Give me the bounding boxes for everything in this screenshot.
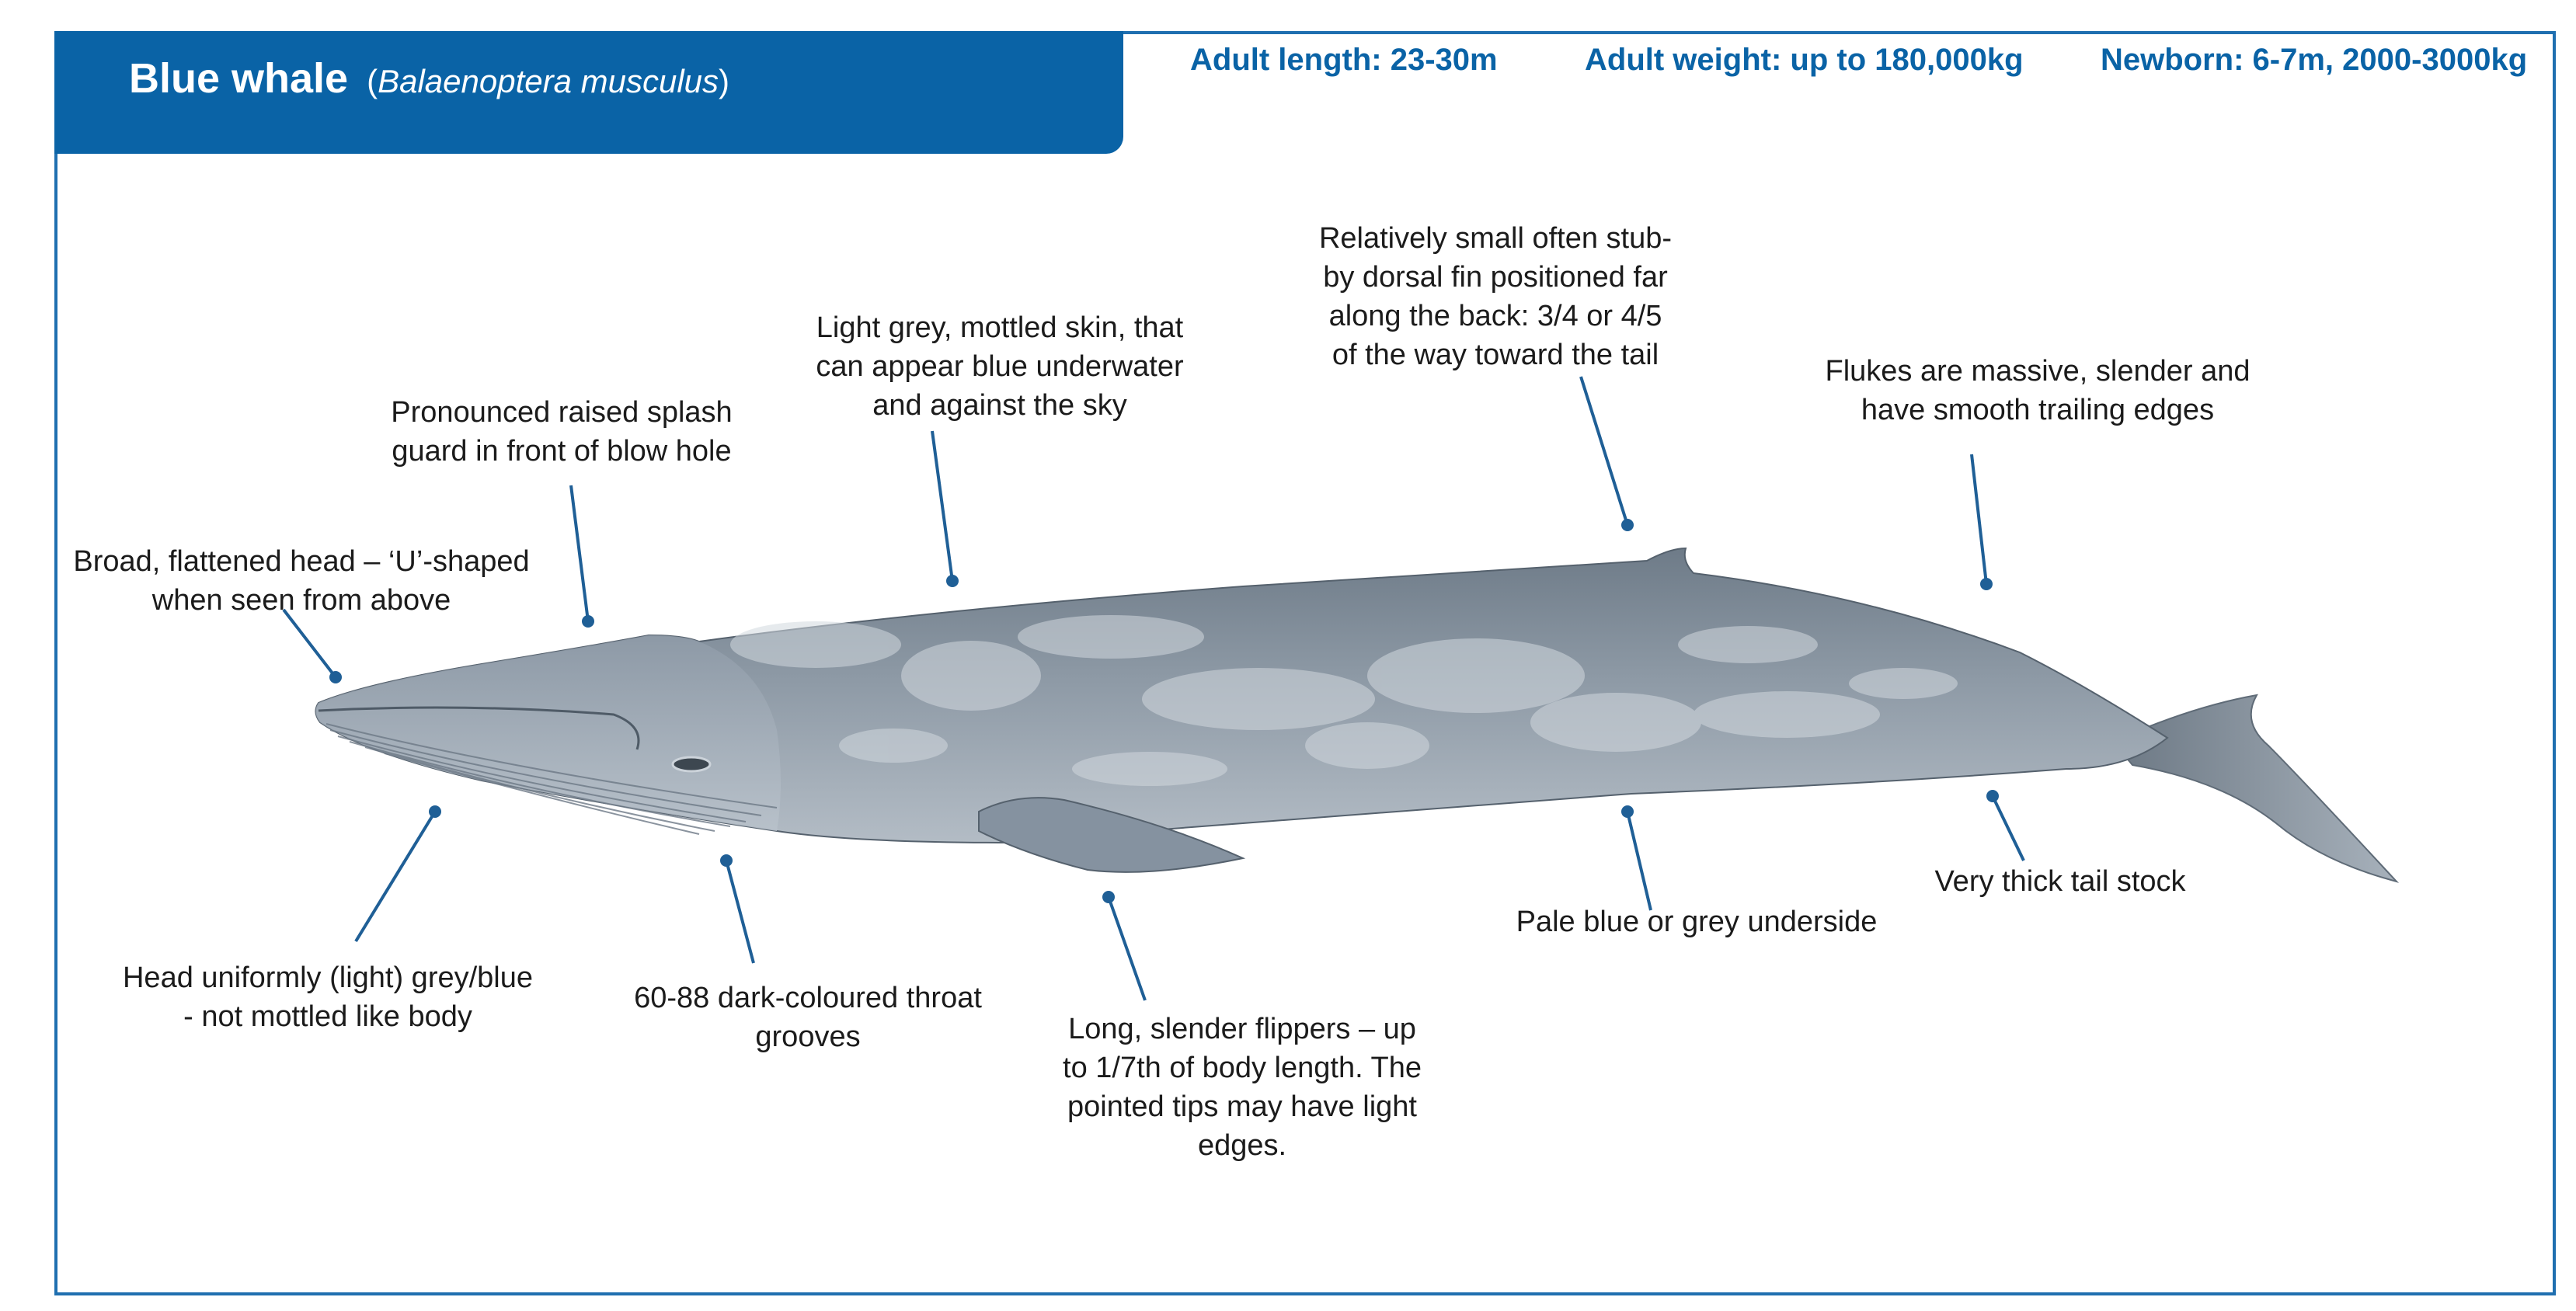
throat-grooves: [325, 723, 778, 835]
label-line: Broad, flattened head – ‘U’-shaped: [73, 545, 530, 578]
label-line: by dorsal fin positioned far: [1323, 261, 1668, 294]
paren-open: (: [367, 63, 378, 99]
label-line: to 1/7th of body length. The: [1063, 1052, 1422, 1084]
label-line: Relatively small often stub-: [1318, 222, 1673, 255]
label-flippers: Long, slender flippers – up to 1/7th of …: [1063, 1010, 1422, 1165]
leader-dots: [329, 519, 1999, 903]
label-throat-grooves: 60-88 dark-coloured throat grooves: [634, 979, 982, 1056]
diagram-frame: [54, 31, 2556, 1295]
label-line: have smooth trailing edges: [1861, 394, 2215, 426]
label-line: can appear blue underwater: [816, 350, 1184, 383]
label-line: and against the sky: [872, 389, 1127, 422]
whale-head: [315, 635, 781, 831]
label-line: Pale blue or grey underside: [1516, 906, 1878, 938]
label-flukes: Flukes are massive, slender and have smo…: [1825, 352, 2250, 429]
mouth-line: [318, 706, 640, 750]
label-dorsal-fin: Relatively small often stub- by dorsal f…: [1319, 219, 1672, 374]
label-head-colour: Head uniformly (light) grey/blue - not m…: [123, 958, 533, 1036]
label-line: along the back: 3/4 or 4/5: [1328, 300, 1662, 332]
whale-eye: [671, 756, 712, 773]
label-line: Head uniformly (light) grey/blue: [122, 962, 534, 994]
flipper: [978, 797, 1246, 873]
label-line: guard in front of blow hole: [392, 435, 732, 468]
stat-newborn: Newborn: 6-7m, 2000-3000kg: [2101, 43, 2528, 77]
label-line: - not mottled like body: [183, 1000, 472, 1033]
label-line: Pronounced raised splash: [391, 396, 733, 429]
leader-lines: [282, 376, 2025, 1001]
common-name: Blue whale: [129, 55, 349, 102]
paren-close: ): [719, 63, 730, 99]
fluke: [2111, 694, 2400, 883]
stat-adult-length: Adult length: 23-30m: [1190, 43, 1498, 77]
label-line: grooves: [755, 1021, 861, 1053]
title-bar: Blue whale (Balaenoptera musculus): [54, 31, 1123, 154]
label-tail-stock: Very thick tail stock: [1934, 862, 2185, 901]
label-line: 60-88 dark-coloured throat: [634, 982, 982, 1014]
label-line: Very thick tail stock: [1934, 865, 2186, 898]
scientific-name-wrapper: (Balaenoptera musculus): [367, 63, 729, 99]
label-line: pointed tips may have light: [1067, 1090, 1417, 1123]
page-title: Blue whale (Balaenoptera musculus): [129, 54, 729, 103]
label-line: Long, slender flippers – up: [1068, 1013, 1416, 1045]
label-line: edges.: [1197, 1129, 1287, 1162]
skin-mottling: [730, 615, 1958, 786]
scientific-name: Balaenoptera musculus: [378, 63, 719, 99]
label-head-shape: Broad, flattened head – ‘U’-shaped when …: [73, 542, 529, 620]
label-skin: Light grey, mottled skin, that can appea…: [816, 308, 1183, 425]
label-line: Flukes are massive, slender and: [1825, 355, 2251, 388]
label-splash-guard: Pronounced raised splash guard in front …: [391, 393, 732, 471]
label-line: when seen from above: [151, 584, 451, 617]
label-line: of the way toward the tail: [1332, 339, 1659, 371]
label-line: Light grey, mottled skin, that: [816, 311, 1184, 344]
label-underside: Pale blue or grey underside: [1516, 902, 1878, 941]
stat-adult-weight: Adult weight: up to 180,000kg: [1585, 43, 2024, 77]
